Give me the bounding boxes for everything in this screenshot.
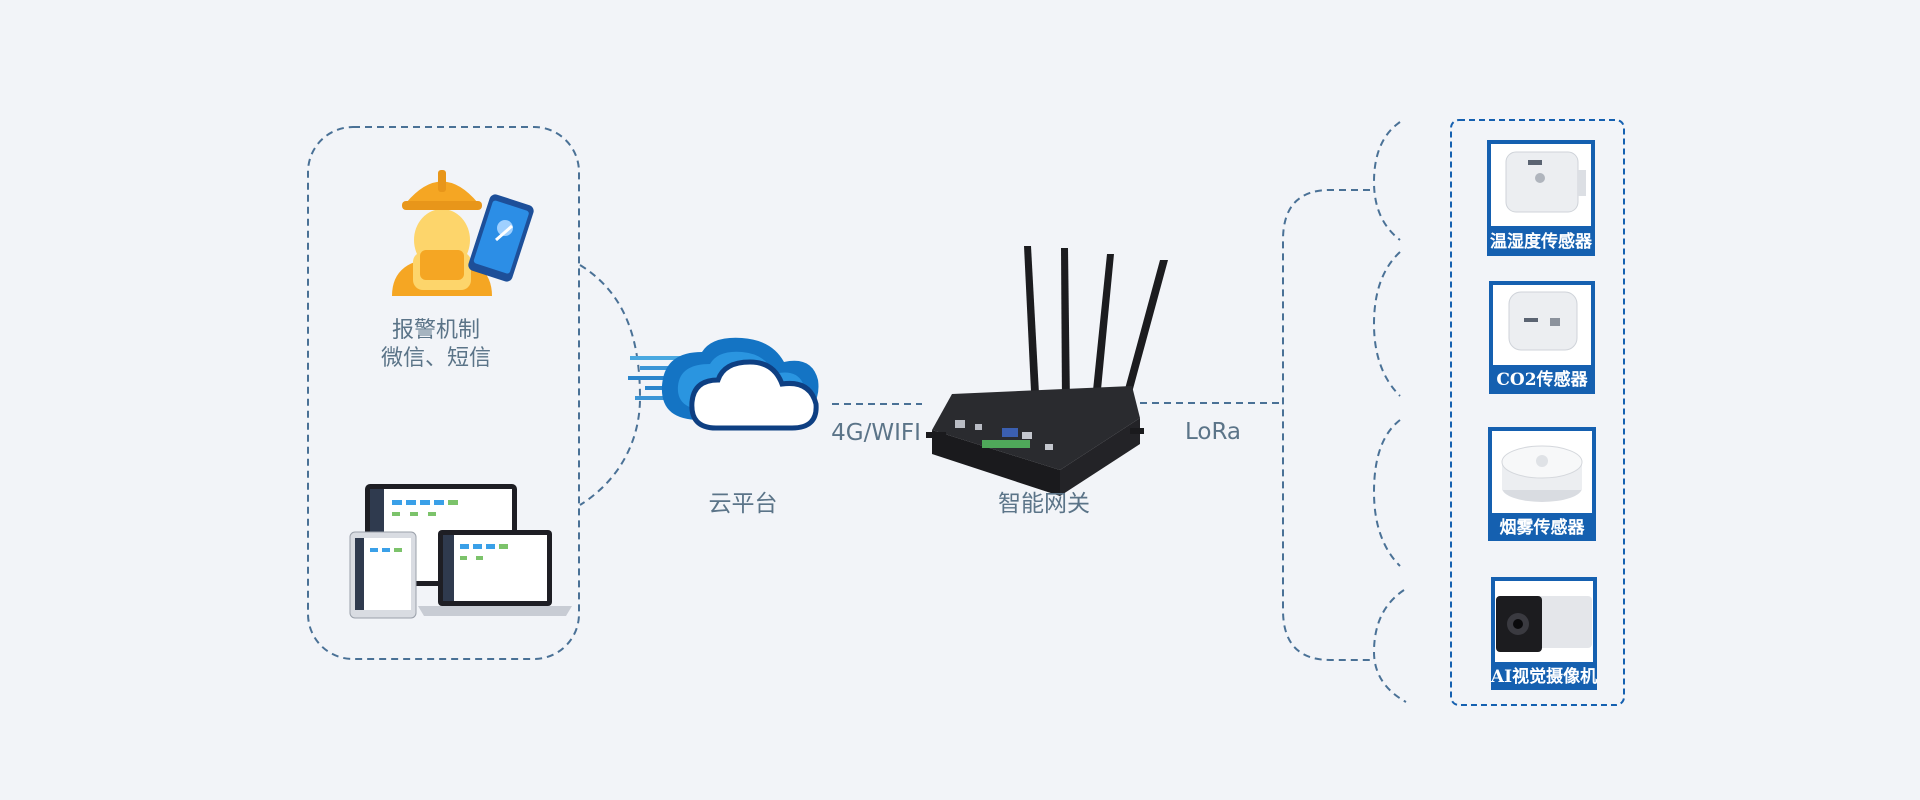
alarm-channels: 微信、短信 bbox=[381, 346, 491, 371]
sensor-label: AI视觉摄像机 bbox=[1490, 666, 1597, 687]
sensor-card: 温湿度传感器 bbox=[1487, 140, 1595, 256]
temp-humidity-sensor-icon bbox=[1505, 151, 1586, 213]
laptop-icon bbox=[418, 530, 572, 616]
cloud-label: 云平台 bbox=[709, 491, 778, 517]
worker-icon bbox=[392, 170, 492, 296]
sensor-label: 烟雾传感器 bbox=[1500, 517, 1586, 538]
smoke-sensor-icon bbox=[1501, 445, 1583, 502]
gateway-label: 智能网关 bbox=[998, 491, 1090, 517]
sensor-card: AI视觉摄像机 bbox=[1490, 577, 1597, 690]
sensor-label: CO2传感器 bbox=[1496, 369, 1588, 390]
sensor-branch-arcs bbox=[1372, 121, 1407, 703]
wan-link-label: 4G/WIFI bbox=[831, 420, 921, 446]
sensor-bracket bbox=[1282, 189, 1370, 661]
gateway-router-icon bbox=[926, 246, 1168, 496]
alarm-title: 报警机制 bbox=[392, 318, 480, 343]
client-bracket bbox=[579, 264, 642, 506]
lora-link-label: LoRa bbox=[1185, 419, 1241, 445]
sensor-card: CO2传感器 bbox=[1489, 281, 1595, 394]
mobile-phone-icon bbox=[468, 194, 534, 282]
co2-sensor-icon bbox=[1508, 291, 1578, 351]
client-group-frame bbox=[307, 126, 580, 660]
ai-camera-icon bbox=[1496, 596, 1592, 652]
tablet-icon bbox=[349, 531, 417, 619]
sensor-group-frame bbox=[1450, 119, 1625, 706]
cloud-icon bbox=[628, 337, 819, 431]
sensor-label: 温湿度传感器 bbox=[1490, 231, 1593, 252]
sensor-card: 烟雾传感器 bbox=[1488, 427, 1596, 541]
